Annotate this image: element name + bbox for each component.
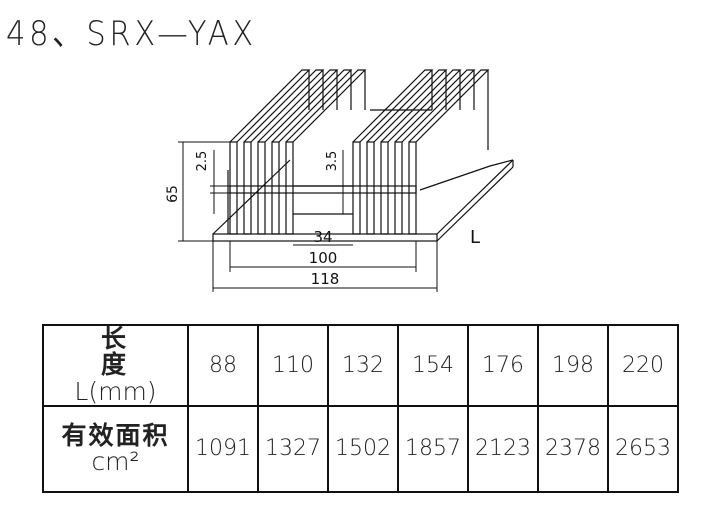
dim-gap-label: 34 [313, 228, 332, 246]
length-value: 176 [467, 324, 539, 407]
dim-base-thickness-label: 2.5 [195, 151, 210, 172]
heatsink-body [212, 69, 514, 242]
dim-inner-width-label: 100 [309, 249, 338, 267]
area-value: 2123 [467, 404, 539, 493]
length-value: 220 [607, 324, 679, 407]
dim-height-label: 65 [165, 185, 181, 203]
area-value: 1091 [187, 404, 259, 493]
heatsink-profile-drawing: 65 2.5 3.5 34 100 118 L [165, 69, 514, 292]
table-row-length: 长 度 L(mm) 88 110 132 154 176 198 220 [42, 324, 679, 407]
length-value: 198 [537, 324, 609, 407]
table-row-area: 有效面积 cm² 1091 1327 1502 1857 2123 2378 2… [42, 404, 679, 493]
area-value: 1327 [257, 404, 329, 493]
label-area-unit: cm² [91, 446, 140, 476]
label-length-unit: L(mm) [74, 376, 157, 406]
length-value: 154 [397, 324, 469, 407]
dim-outer-width-label: 118 [311, 270, 340, 288]
row-header-length: 长 度 L(mm) [42, 324, 189, 407]
spec-table: 长 度 L(mm) 88 110 132 154 176 198 220 有效面… [42, 324, 679, 493]
dim-fin-thickness-label: 3.5 [325, 151, 340, 172]
length-value: 132 [327, 324, 399, 407]
label-length-cn: 长 度 [100, 324, 160, 380]
length-value: 110 [257, 324, 329, 407]
area-value: 1857 [397, 404, 469, 493]
page-title: 48、SRX—YAX [6, 14, 257, 54]
dimension-lines [178, 141, 438, 292]
area-value: 2378 [537, 404, 609, 493]
area-value: 2653 [607, 404, 679, 493]
length-value: 88 [187, 324, 259, 407]
row-header-area: 有效面积 cm² [42, 404, 189, 493]
dim-length-label: L [470, 227, 480, 248]
area-value: 1502 [327, 404, 399, 493]
label-area-cn: 有效面积 [61, 420, 170, 450]
